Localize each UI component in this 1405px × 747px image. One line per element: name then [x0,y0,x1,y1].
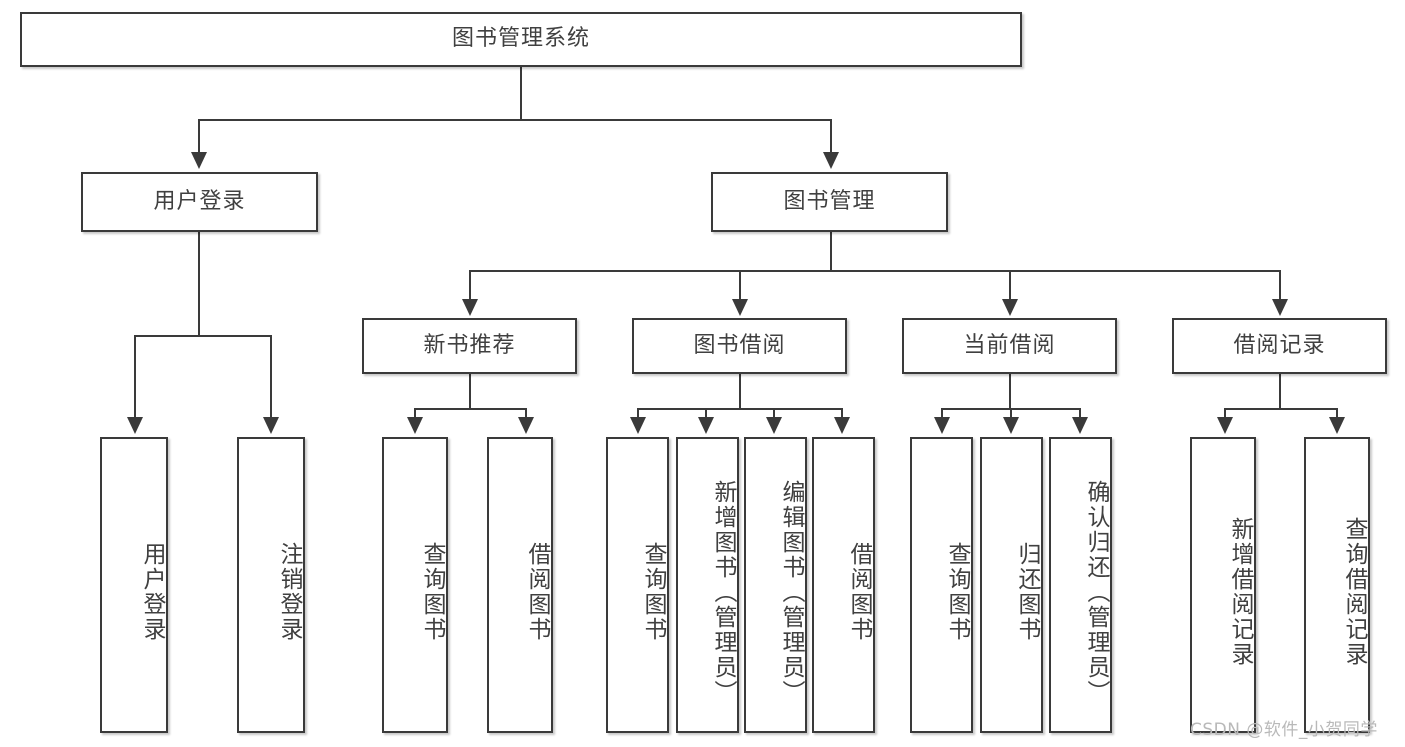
leaf-user-login[interactable]: 用户登录 [100,437,168,733]
leaf-borrow-books-new[interactable]: 借阅图书 [487,437,553,733]
connector-borrow-bus [637,408,843,410]
connector-user-login-bus [134,335,271,337]
node-book-management[interactable]: 图书管理 [711,172,948,232]
node-label: 确认归还（管理员） [1083,479,1109,705]
arrowhead-borrow-to-leaf2 [698,417,714,434]
node-new-book-recommend[interactable]: 新书推荐 [362,318,577,374]
node-label: 查询图书 [640,542,666,642]
connector-borrow-to-leaf4 [841,408,843,420]
arrowhead-user-login-to-leaf2 [263,417,279,434]
node-label: 图书借阅 [693,332,786,358]
arrowhead-book-manage-to-borrow [732,299,748,316]
node-borrow-records[interactable]: 借阅记录 [1172,318,1387,374]
connector-current-stem [1009,374,1011,408]
node-label: 注销登录 [276,542,302,642]
connector-book-manage-to-current [1009,270,1011,302]
connector-root-bus [198,119,832,121]
connector-book-manage-bus [469,270,1281,272]
node-label: 借阅图书 [524,542,550,642]
leaf-edit-book-admin[interactable]: 编辑图书（管理员） [744,437,807,733]
arrowhead-borrow-to-leaf3 [766,417,782,434]
connector-root-to-book-manage [830,119,832,155]
node-book-borrow[interactable]: 图书借阅 [632,318,847,374]
connector-records-bus [1224,408,1338,410]
connector-user-login-to-leaf1 [134,335,136,420]
connector-user-login-to-leaf2 [270,335,272,420]
connector-book-manage-stem [830,232,832,270]
node-root-library-system[interactable]: 图书管理系统 [20,12,1022,67]
node-label: 查询图书 [419,542,445,642]
connector-root-to-user-login [198,119,200,155]
connector-root-stem [520,67,522,119]
leaf-confirm-return-admin[interactable]: 确认归还（管理员） [1049,437,1112,733]
node-label: 借阅图书 [846,542,872,642]
node-label: 查询借阅记录 [1341,517,1367,667]
node-label: 当前借阅 [963,332,1056,358]
arrowhead-new-books-to-leaf1 [407,417,423,434]
arrowhead-book-manage-to-new-books [462,299,478,316]
connector-borrow-to-leaf3 [773,408,775,420]
node-label: 用户登录 [139,542,165,642]
leaf-query-books-current[interactable]: 查询图书 [910,437,973,733]
connector-book-manage-to-records [1279,270,1281,302]
connector-borrow-to-leaf1 [637,408,639,420]
leaf-borrow-books-borrow[interactable]: 借阅图书 [812,437,875,733]
node-label: 新增借阅记录 [1227,517,1253,667]
arrowhead-current-to-leaf1 [934,417,950,434]
connector-book-manage-to-borrow [739,270,741,302]
connector-user-login-stem [198,232,200,335]
arrowhead-user-login-to-leaf1 [127,417,143,434]
connector-records-to-leaf2 [1336,408,1338,420]
connector-new-books-stem [469,374,471,408]
connector-records-stem [1279,374,1281,408]
arrowhead-borrow-to-leaf1 [630,417,646,434]
leaf-return-books[interactable]: 归还图书 [980,437,1043,733]
node-label: 新增图书（管理员） [710,479,736,705]
leaf-query-books-borrow[interactable]: 查询图书 [606,437,669,733]
leaf-add-book-admin[interactable]: 新增图书（管理员） [676,437,739,733]
node-current-borrow[interactable]: 当前借阅 [902,318,1117,374]
connector-borrow-stem [739,374,741,408]
node-label: 借阅记录 [1233,332,1326,358]
leaf-query-borrow-record[interactable]: 查询借阅记录 [1304,437,1370,733]
csdn-watermark: CSDN @软件_小贺同学 [1190,720,1378,740]
node-user-login[interactable]: 用户登录 [81,172,318,232]
connector-borrow-to-leaf2 [705,408,707,420]
node-label: 新书推荐 [423,332,516,358]
connector-new-books-to-leaf2 [525,408,527,420]
arrowhead-book-manage-to-records [1272,299,1288,316]
connector-current-to-leaf2 [1010,408,1012,420]
connector-new-books-bus [414,408,527,410]
arrowhead-current-to-leaf3 [1072,417,1088,434]
arrowhead-new-books-to-leaf2 [518,417,534,434]
leaf-add-borrow-record[interactable]: 新增借阅记录 [1190,437,1256,733]
connector-current-to-leaf3 [1079,408,1081,420]
connector-records-to-leaf1 [1224,408,1226,420]
leaf-query-books-new[interactable]: 查询图书 [382,437,448,733]
node-label: 归还图书 [1014,542,1040,642]
arrowhead-records-to-leaf2 [1329,417,1345,434]
arrowhead-root-to-book-manage [823,152,839,169]
arrowhead-current-to-leaf2 [1003,417,1019,434]
node-label: 编辑图书（管理员） [778,479,804,705]
node-label: 用户登录 [153,188,246,214]
node-label: 查询图书 [944,542,970,642]
arrowhead-book-manage-to-current [1002,299,1018,316]
arrowhead-records-to-leaf1 [1217,417,1233,434]
connector-book-manage-to-new-books [469,270,471,302]
arrowhead-root-to-user-login [191,152,207,169]
node-label: 图书管理系统 [451,26,590,52]
connector-new-books-to-leaf1 [414,408,416,420]
node-label: 图书管理 [783,188,876,214]
connector-current-to-leaf1 [941,408,943,420]
arrowhead-borrow-to-leaf4 [834,417,850,434]
leaf-logout[interactable]: 注销登录 [237,437,305,733]
